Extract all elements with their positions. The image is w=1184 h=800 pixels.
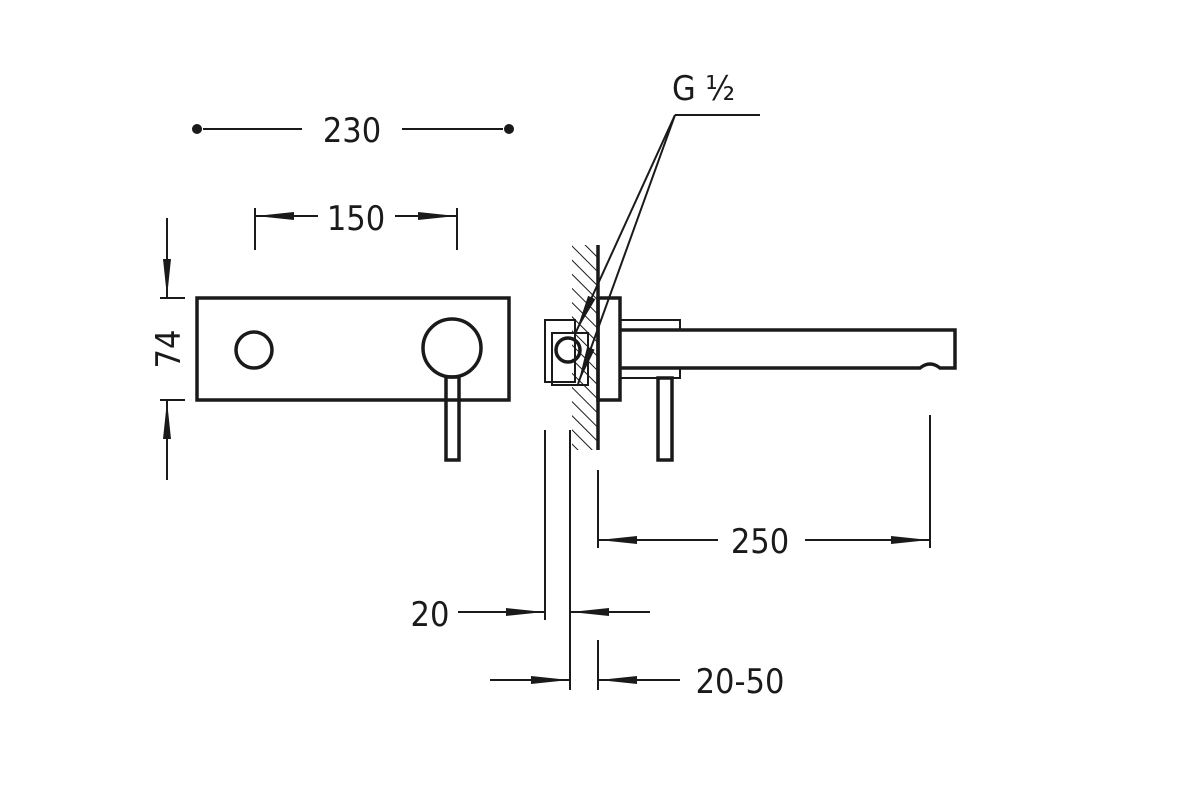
dimension-label-150: 150 [327, 199, 385, 239]
dimension-150: 150 [254, 199, 458, 250]
dimension-230: 230 [192, 111, 514, 151]
thread-callout: G ½ [575, 69, 760, 385]
extension-lines [544, 415, 931, 690]
dimension-20-50: 20-50 [490, 662, 784, 702]
mixer-lever [444, 375, 461, 462]
valve-body [544, 319, 576, 383]
wall-plate-side [596, 296, 622, 402]
front-view [195, 296, 511, 462]
dimension-label-250: 250 [731, 522, 789, 562]
dimension-label-230: 230 [323, 111, 381, 151]
dimension-250: 250 [599, 522, 929, 562]
side-view [544, 245, 957, 462]
dimension-20: 20 [411, 595, 650, 635]
dimension-label-20-50: 20-50 [696, 662, 785, 702]
dimension-label-74: 74 [149, 330, 189, 369]
thread-label: G ½ [672, 69, 735, 109]
dimension-label-20: 20 [411, 595, 450, 635]
spout [620, 328, 957, 370]
diverter-knob [234, 330, 274, 370]
side-lever [656, 376, 674, 462]
dimension-74: 74 [149, 218, 189, 480]
wall-plate-front [195, 296, 511, 402]
mixer-knob [421, 317, 483, 379]
